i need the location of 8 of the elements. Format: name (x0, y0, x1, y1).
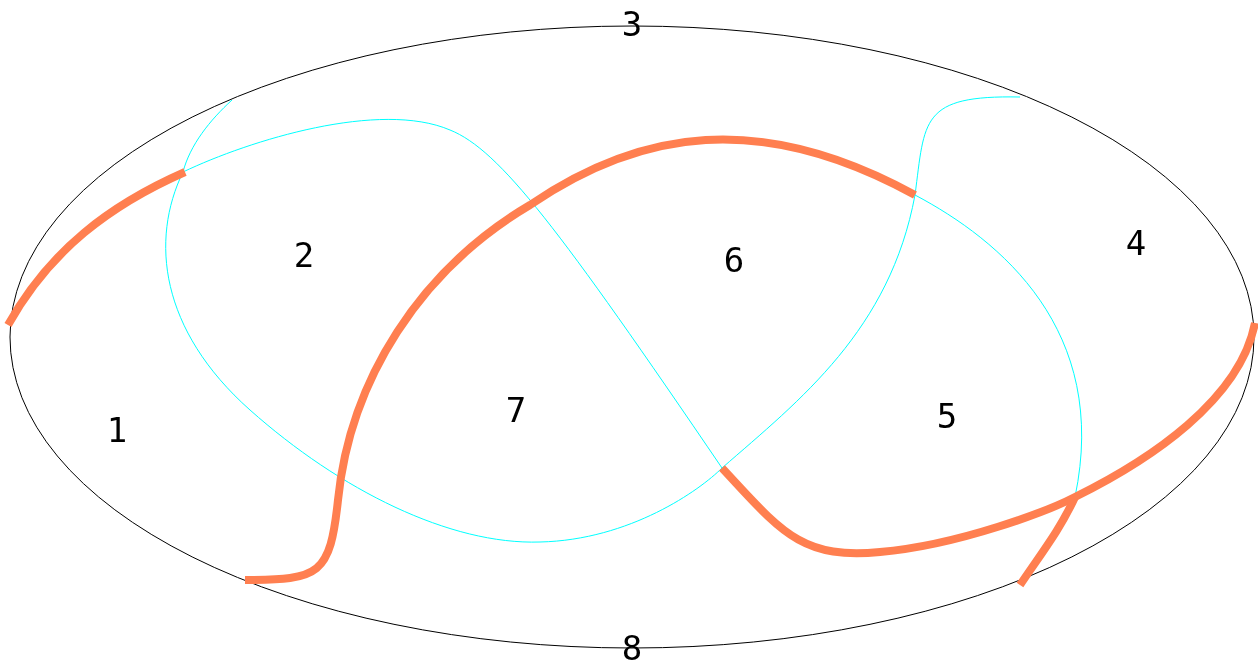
region-number: 2 (293, 238, 315, 272)
region-number: 1 (106, 413, 128, 447)
region-number: 3 (621, 7, 643, 41)
region-number: 5 (936, 399, 958, 433)
region-number: 7 (505, 393, 527, 427)
region-number: 6 (723, 243, 745, 277)
region-number: 4 (1125, 226, 1147, 260)
region-number: 8 (621, 631, 643, 664)
